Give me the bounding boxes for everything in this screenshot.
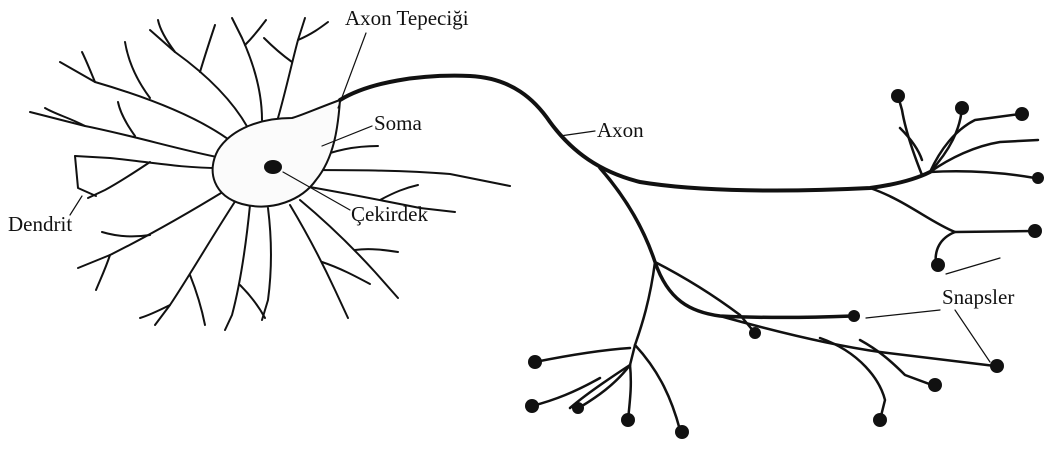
leader-axon-hillock [338,33,366,108]
axon-terminals [532,96,1038,430]
label-axon-hillock: Axon Tepeciği [345,8,469,29]
leader-synapse-3 [955,310,990,362]
label-dendrite: Dendrit [8,214,72,235]
label-synapses: Snapsler [942,287,1014,308]
label-soma: Soma [374,113,422,134]
nucleus [264,160,282,174]
label-axon: Axon [597,120,644,141]
label-nucleus: Çekirdek [351,204,428,225]
leader-axon [560,131,595,136]
leader-synapse-1 [946,258,1000,274]
leader-lines [70,33,1000,362]
soma [213,100,340,207]
leader-synapse-2 [866,310,940,318]
